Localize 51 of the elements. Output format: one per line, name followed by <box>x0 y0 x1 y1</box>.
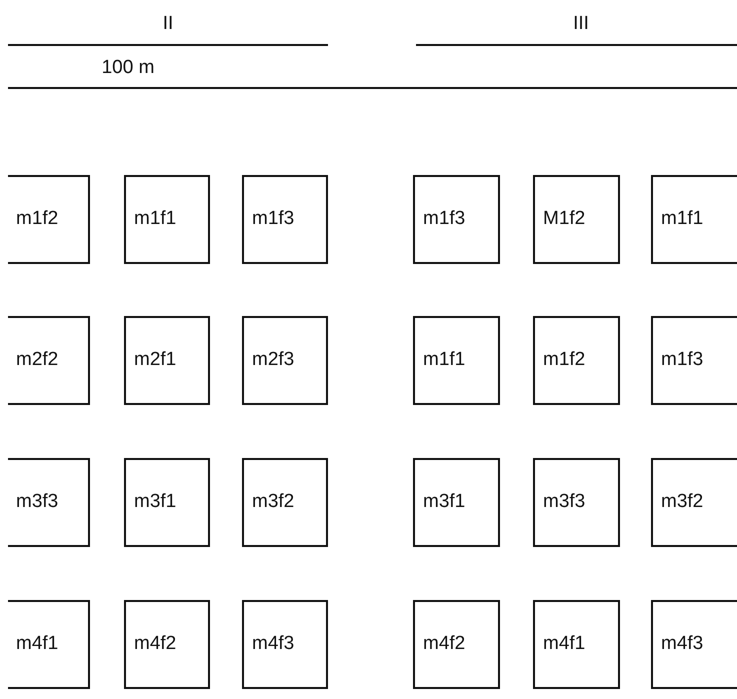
plot-box <box>8 316 90 405</box>
plot-box <box>124 600 210 689</box>
plot-label: m4f3 <box>661 632 704 656</box>
plot-box <box>124 175 210 264</box>
plot-box <box>242 600 328 689</box>
plot-box <box>8 458 90 547</box>
plot-label: m4f3 <box>252 632 294 656</box>
plot-label: m1f1 <box>661 207 704 232</box>
plot-label: m3f1 <box>134 490 176 514</box>
plot-label: m2f1 <box>134 348 176 372</box>
plot-box <box>413 458 500 547</box>
plot-box <box>242 458 328 547</box>
plot-box <box>651 600 737 689</box>
plot-label: m1f2 <box>16 207 58 232</box>
plot-label: m1f2 <box>543 348 586 372</box>
plot-label: m3f3 <box>16 490 58 514</box>
plot-box <box>242 175 328 264</box>
plot-box <box>651 175 737 264</box>
plot-label: m3f2 <box>252 490 294 514</box>
plot-box <box>533 316 620 405</box>
plot-box <box>8 600 90 689</box>
dimension-label: 100 m <box>100 56 156 80</box>
plot-label: m3f3 <box>543 490 586 514</box>
plot-box <box>8 175 90 264</box>
plot-label: m4f1 <box>543 632 586 656</box>
plot-box <box>413 600 500 689</box>
plot-box <box>533 600 620 689</box>
plot-label: m2f2 <box>16 348 58 372</box>
plot-box <box>533 175 620 264</box>
plot-label: m3f2 <box>661 490 704 514</box>
plot-box <box>651 458 737 547</box>
block-label: II <box>162 12 174 36</box>
plot-box <box>124 316 210 405</box>
plot-box <box>124 458 210 547</box>
plot-label: m1f3 <box>661 348 704 372</box>
plot-label: M1f2 <box>543 207 586 232</box>
plot-label: m1f3 <box>252 207 294 232</box>
plot-box <box>651 316 737 405</box>
plot-label: m4f1 <box>16 632 58 656</box>
block-label: III <box>572 12 590 36</box>
plot-label: m4f2 <box>134 632 176 656</box>
plot-label: m2f3 <box>252 348 294 372</box>
plot-label: m1f1 <box>423 348 466 372</box>
plot-label: m1f1 <box>134 207 176 232</box>
plot-label: m1f3 <box>423 207 466 232</box>
plot-label: m3f1 <box>423 490 466 514</box>
plot-box <box>242 316 328 405</box>
plot-box <box>413 316 500 405</box>
plot-box <box>413 175 500 264</box>
plot-box <box>533 458 620 547</box>
plot-label: m4f2 <box>423 632 466 656</box>
